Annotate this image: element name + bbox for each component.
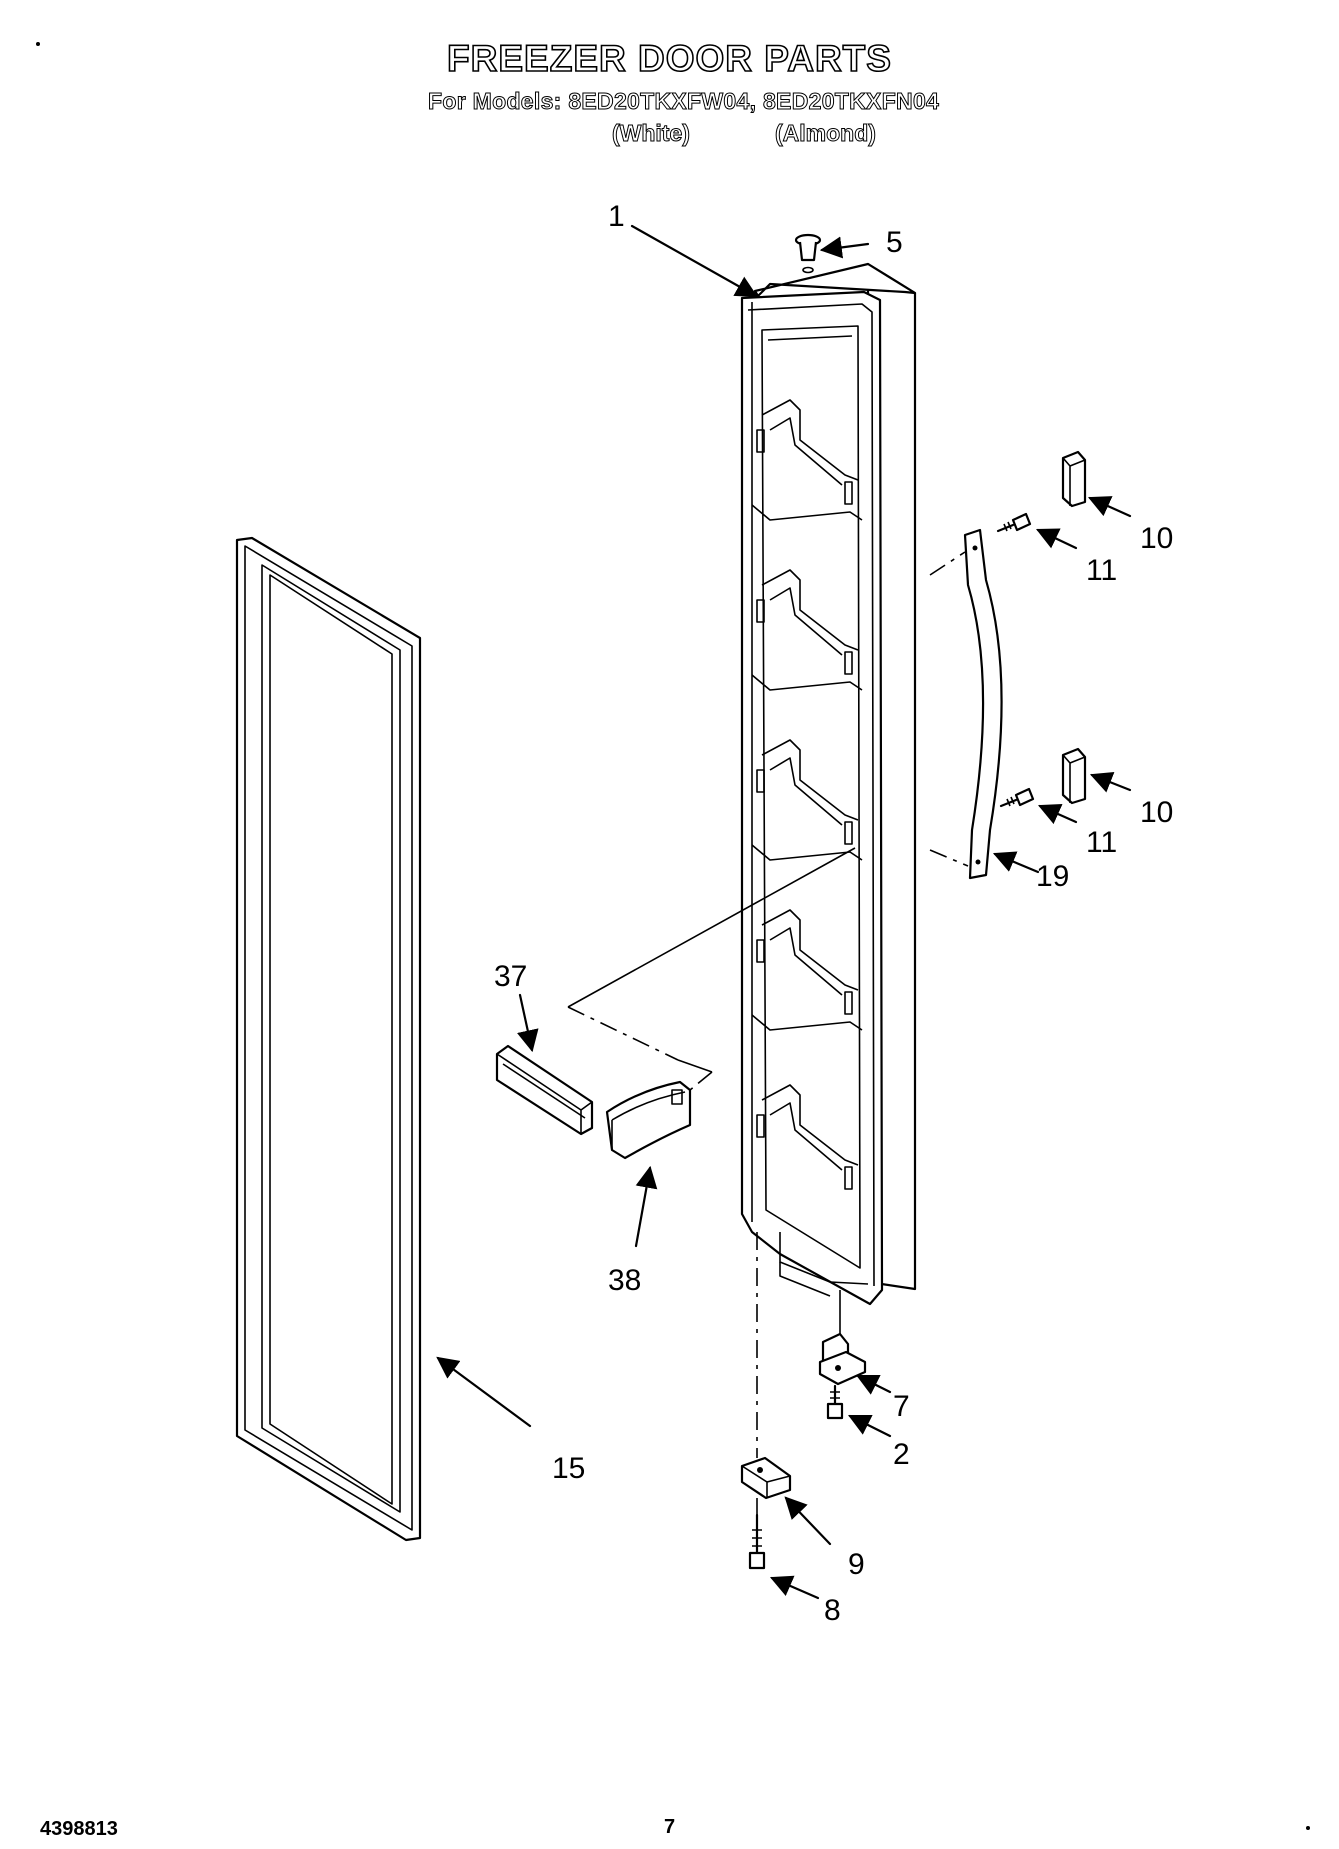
shelf-retainer: [605, 1080, 692, 1160]
callout-8: 8: [824, 1594, 841, 1627]
bottom-hinge: [740, 1456, 792, 1500]
door-liner: [740, 262, 917, 1306]
variant-almond: (Almond): [775, 120, 877, 147]
callout-11-lower: 11: [1086, 826, 1117, 859]
handle-screw-upper: [996, 512, 1032, 533]
hole-plug: [794, 233, 822, 262]
page-number: 7: [664, 1816, 676, 1838]
hinge-screw: [826, 1384, 844, 1420]
callout-1: 1: [608, 200, 625, 233]
document-number: 4398813: [40, 1818, 118, 1840]
callout-5: 5: [886, 226, 903, 259]
callout-11-upper: 11: [1086, 554, 1117, 587]
door-shelf: [495, 1044, 594, 1136]
callout-19: 19: [1036, 860, 1069, 893]
hinge-pin: [818, 1332, 867, 1386]
callout-10-lower: 10: [1140, 796, 1173, 829]
handle-endcap-upper: [1061, 450, 1087, 508]
bottom-hinge-screw: [748, 1513, 766, 1570]
models-line: For Models: 8ED20TKXFW04, 8ED20TKXFN04: [427, 88, 940, 115]
door-handle: [963, 528, 1003, 880]
door-gasket: [235, 536, 422, 1542]
callout-38: 38: [608, 1264, 641, 1297]
callout-9: 9: [848, 1548, 865, 1581]
callout-37: 37: [494, 960, 527, 993]
handle-endcap-lower: [1061, 747, 1087, 805]
callout-10-upper: 10: [1140, 522, 1173, 555]
handle-screw-lower: [999, 787, 1035, 808]
page-title: FREEZER DOOR PARTS: [446, 37, 892, 80]
callout-2: 2: [893, 1438, 910, 1471]
callout-15: 15: [552, 1452, 585, 1485]
variant-white: (White): [612, 120, 691, 147]
callout-7: 7: [893, 1390, 910, 1423]
